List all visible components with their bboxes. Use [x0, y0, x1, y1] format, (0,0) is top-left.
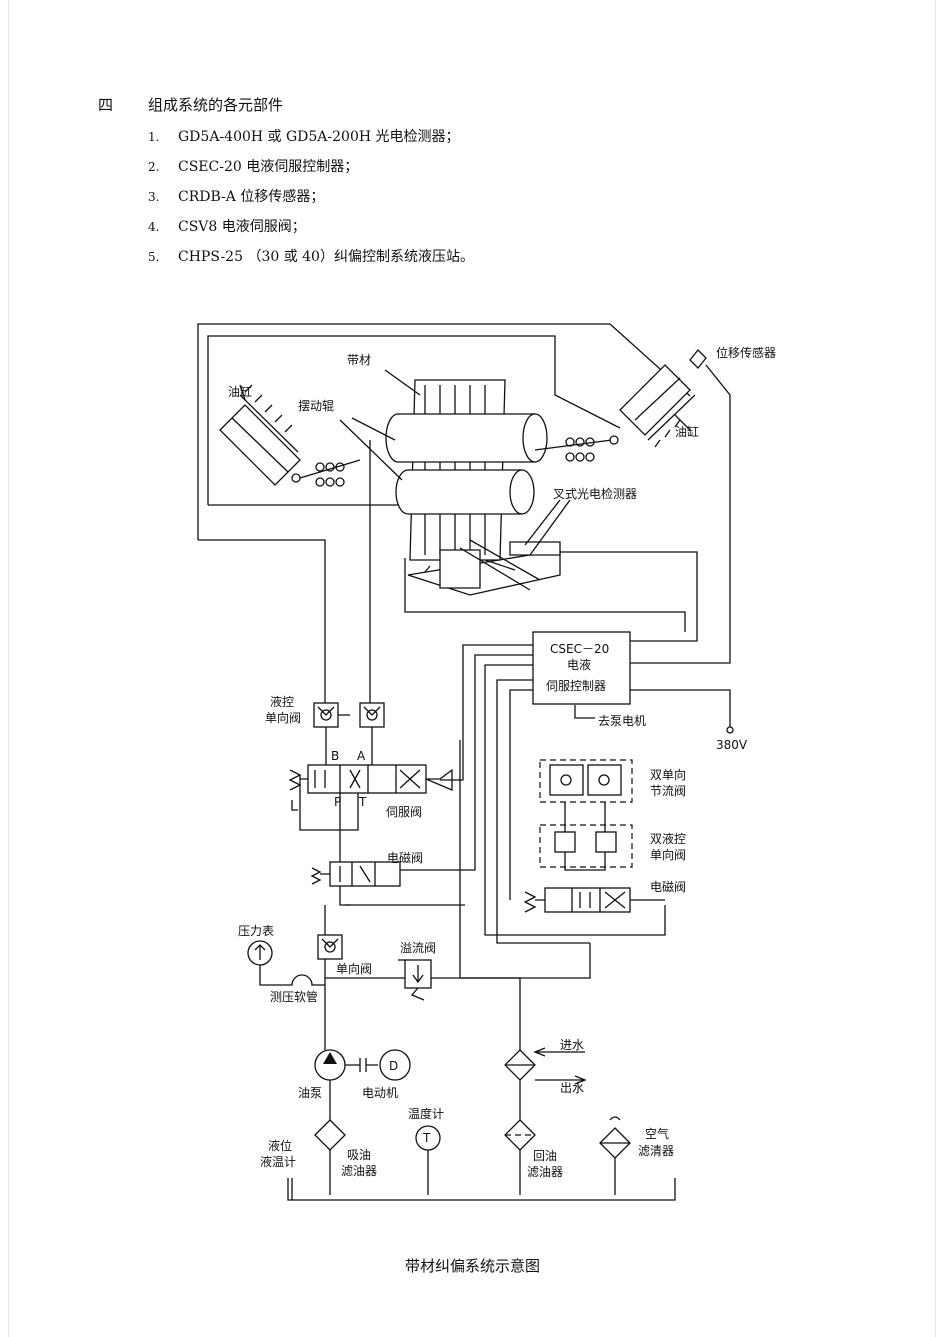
- list-item: 4.CSV8 电液伺服阀；: [148, 219, 306, 235]
- label-solenoid-valve-1: 电磁阀: [387, 850, 423, 865]
- dual-throttle-valve-icon: [539, 759, 633, 803]
- strip-roller-assembly: [299, 379, 613, 596]
- label-return-filter-2: 滤油器: [527, 1165, 563, 1179]
- list-item: 2.CSEC-20 电液伺服控制器；: [148, 159, 359, 175]
- oil-pump-icon: [314, 1049, 378, 1081]
- return-filter-icon: [504, 1080, 536, 1195]
- label-cylinder-right: 油缸: [675, 424, 699, 439]
- relief-valve-icon: [398, 959, 432, 1001]
- label-fork-detector: 叉式光电检测器: [553, 486, 637, 501]
- right-cylinder-icon: [609, 349, 707, 448]
- list-item: 5.CHPS-25 （30 或 40）纠偏控制系统液压站。: [148, 249, 474, 265]
- label-pressure-gauge: 压力表: [238, 924, 274, 938]
- power-terminal-icon: [726, 726, 734, 734]
- check-valve-icon: [317, 934, 343, 960]
- label-cylinder-left: 油缸: [228, 384, 252, 399]
- label-power: 380V: [716, 738, 748, 752]
- label-position-sensor: 位移传感器: [716, 345, 776, 360]
- label-controller-1: CSEC－20: [550, 642, 609, 656]
- thermo-symbol: T: [422, 1131, 431, 1145]
- label-port-p: P: [334, 795, 341, 809]
- label-level-gauge-2: 液温计: [260, 1154, 296, 1169]
- label-check-valve: 单向阀: [336, 961, 372, 976]
- label-level-gauge-1: 液位: [268, 1138, 292, 1153]
- solenoid-valve-2-icon: [523, 887, 665, 913]
- list-item: 1.GD5A-400H 或 GD5A-200H 光电检测器；: [148, 129, 460, 145]
- label-thermometer: 温度计: [408, 1106, 444, 1121]
- pressure-lines: [324, 690, 591, 1050]
- page-border: [8, 0, 936, 1337]
- label-swing-roller: 摆动辊: [298, 399, 334, 413]
- label-test-hose: 测压软管: [270, 989, 318, 1004]
- pressure-gauge-icon: [247, 940, 325, 986]
- label-pilot-check-1: 液控: [270, 694, 294, 709]
- label-suction-filter-2: 滤油器: [341, 1164, 377, 1178]
- label-pump: 油泵: [298, 1086, 322, 1100]
- section-title: 组成系统的各元部件: [148, 96, 284, 114]
- controller-box: [532, 631, 631, 705]
- servo-valve-icon: [288, 764, 453, 870]
- label-dual-pilot-check-2: 单向阀: [650, 847, 686, 862]
- motor-symbol: D: [389, 1059, 398, 1073]
- figure-caption: 带材纠偏系统示意图: [404, 1257, 540, 1275]
- leader-lines: [239, 369, 691, 556]
- solenoid-valve-icon: [310, 861, 401, 906]
- suction-filter-icon: [314, 1080, 346, 1195]
- label-water-in: 进水: [560, 1038, 584, 1052]
- label-to-pump-motor: 去泵电机: [598, 714, 646, 728]
- label-air-filter-2: 滤清器: [638, 1144, 674, 1158]
- label-air-filter-1: 空气: [645, 1126, 669, 1141]
- left-cylinder-icon: [219, 384, 301, 486]
- label-controller-3: 伺服控制器: [546, 679, 606, 693]
- diagram-labels: 带材 摆动辊 油缸 油缸 位移传感器 叉式光电检测器 CSEC－20 电液 伺服…: [228, 345, 776, 1179]
- label-suction-filter-1: 吸油: [347, 1148, 371, 1162]
- label-strip: 带材: [347, 353, 371, 367]
- list-item: 3.CRDB-A 位移传感器；: [148, 189, 325, 205]
- label-port-t: T: [358, 795, 367, 809]
- thermometer-icon: [415, 1125, 441, 1195]
- electric-motor-icon: [379, 1049, 411, 1081]
- label-servo-valve: 伺服阀: [386, 805, 422, 819]
- label-dual-throttle-1: 双单向: [650, 767, 686, 782]
- label-solenoid-valve-2: 电磁阀: [650, 879, 686, 894]
- label-dual-pilot-check-1: 双液控: [650, 831, 686, 846]
- bearing-icon: [315, 437, 595, 487]
- air-filter-icon: [599, 1116, 631, 1195]
- label-return-filter-1: 回油: [533, 1149, 557, 1163]
- label-dual-throttle-2: 节流阀: [650, 784, 686, 798]
- dual-pilot-check-valve-icon: [539, 802, 633, 871]
- pilot-check-valve-icon: [313, 702, 385, 765]
- component-list: 1.GD5A-400H 或 GD5A-200H 光电检测器； 2.CSEC-20…: [148, 125, 474, 275]
- label-water-out: 出水: [560, 1081, 584, 1095]
- oil-tank: [287, 1178, 676, 1201]
- section-number: 四: [98, 96, 114, 114]
- label-motor: 电动机: [362, 1086, 398, 1100]
- label-relief-valve: 溢流阀: [400, 941, 436, 955]
- section-heading: 四 组成系统的各元部件: [98, 94, 283, 115]
- label-pilot-check-2: 单向阀: [265, 710, 301, 725]
- label-port-a: A: [357, 749, 366, 763]
- label-port-b: B: [331, 749, 339, 763]
- label-controller-2: 电液: [567, 657, 591, 672]
